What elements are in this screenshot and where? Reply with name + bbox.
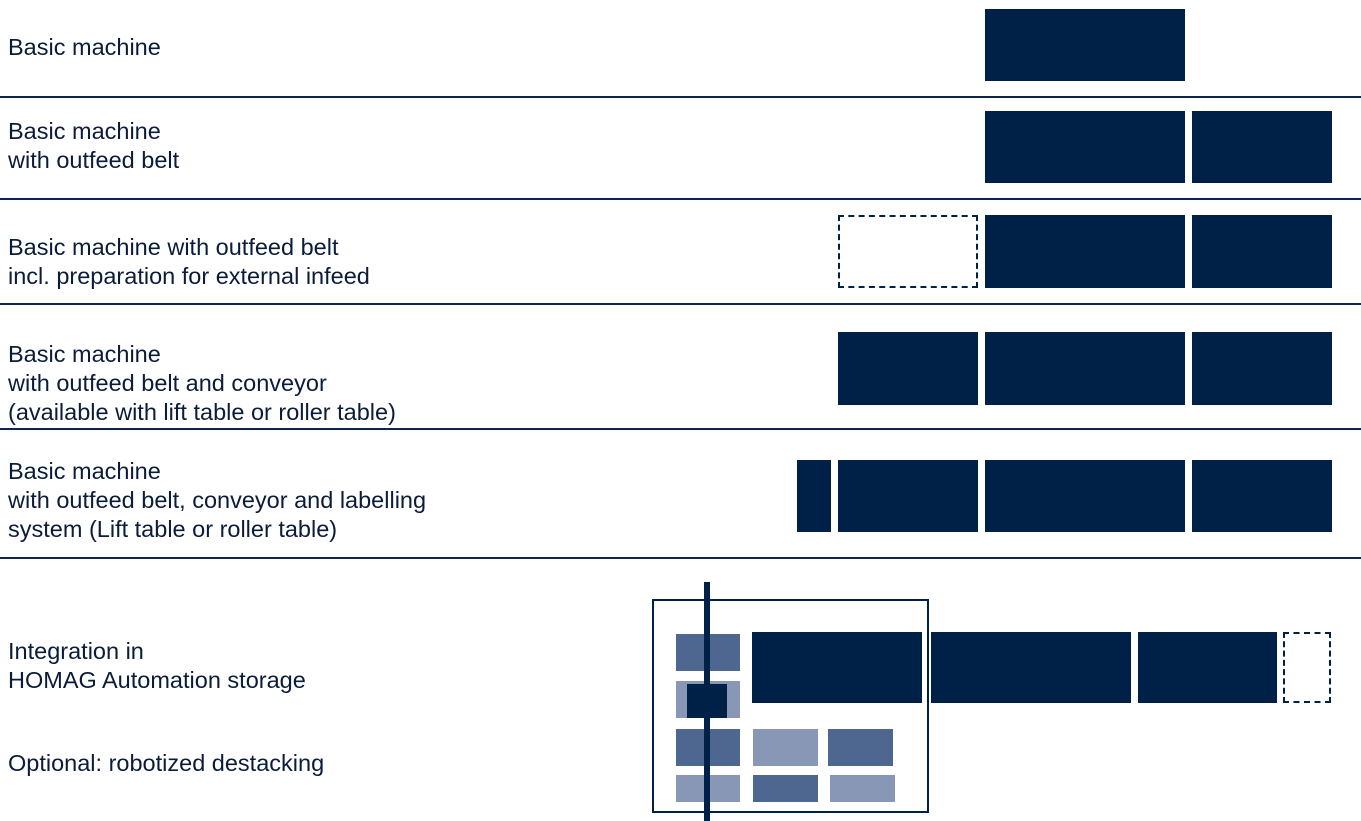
row-divider <box>0 198 1361 200</box>
gantry-carriage <box>687 684 727 718</box>
basic-machine-block <box>985 460 1185 532</box>
row-divider <box>0 303 1361 305</box>
storage-cell <box>828 729 893 766</box>
basic-machine-block <box>985 332 1185 405</box>
basic-machine-block <box>985 9 1185 81</box>
basic-machine-block <box>931 632 1131 703</box>
row-divider <box>0 428 1361 430</box>
row-divider <box>0 557 1361 559</box>
optional-extension-dashed-block <box>1283 632 1331 703</box>
storage-cell <box>753 729 818 766</box>
conveyor-block <box>838 460 978 532</box>
basic-machine-block <box>985 215 1185 288</box>
outfeed-belt-block <box>1192 215 1332 288</box>
outfeed-belt-block <box>1138 632 1277 703</box>
storage-cell <box>753 775 818 802</box>
outfeed-belt-block <box>1192 332 1332 405</box>
outfeed-belt-block <box>1192 111 1332 183</box>
basic-machine-block <box>985 111 1185 183</box>
integration-label: Integration in HOMAG Automation storage <box>8 638 306 693</box>
outfeed-belt-block <box>1192 460 1332 532</box>
row-divider <box>0 96 1361 98</box>
row-label-outfeed-belt: Basic machine with outfeed belt <box>8 118 180 173</box>
optional-destacking-label: Optional: robotized destacking <box>8 750 325 776</box>
storage-cell <box>830 775 895 802</box>
conveyor-block <box>838 332 978 405</box>
row-label-external-infeed: Basic machine with outfeed belt incl. pr… <box>8 234 370 289</box>
row-label-basic-machine: Basic machine <box>8 34 161 60</box>
storage-frame <box>652 599 929 813</box>
external-infeed-dashed-block <box>838 215 978 288</box>
labelling-system-block <box>797 460 831 532</box>
row-label-labelling: Basic machine with outfeed belt, conveyo… <box>8 458 427 542</box>
row-label-conveyor: Basic machine with outfeed belt and conv… <box>8 341 396 425</box>
infeed-block <box>752 632 922 703</box>
